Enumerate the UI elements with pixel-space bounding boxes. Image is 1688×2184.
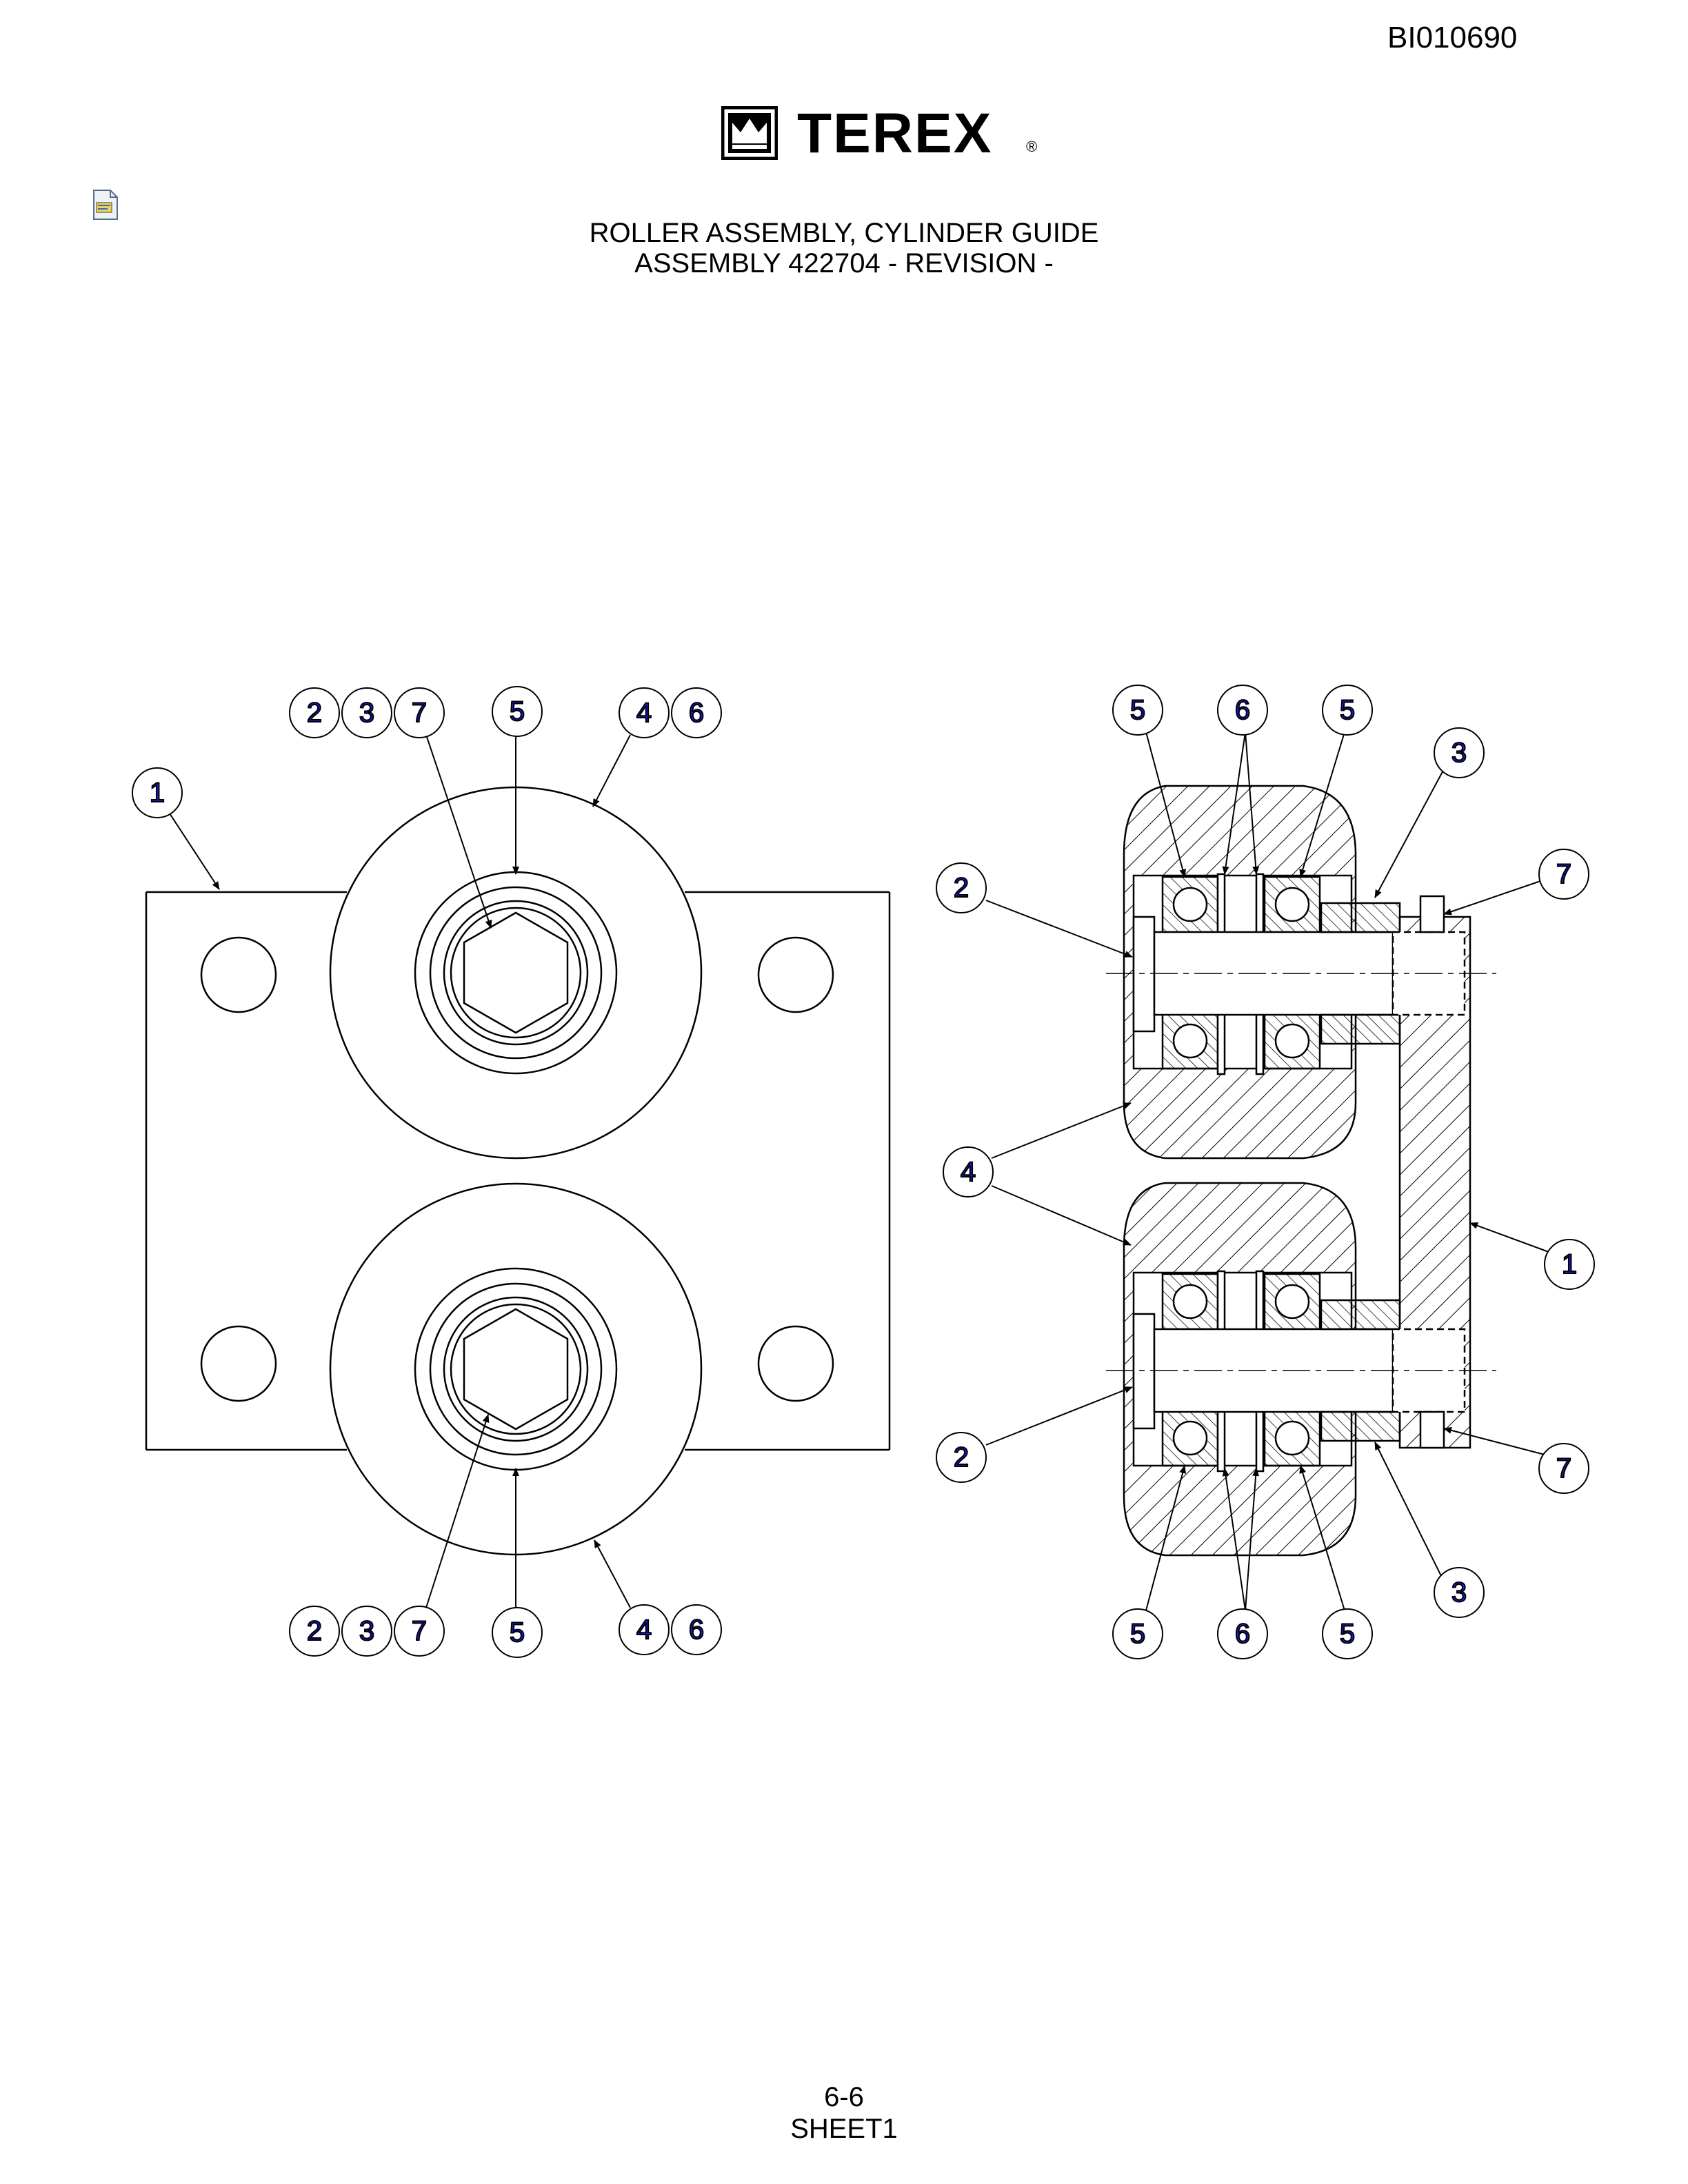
balloon (671, 687, 722, 738)
balloon-label: 5 (510, 696, 525, 727)
balloon-label: 5 (1130, 695, 1145, 725)
balloon-label: 5 (1130, 1619, 1145, 1649)
balloon-label: 2 (307, 698, 322, 728)
section-view-leaders (985, 731, 1549, 1611)
terex-logo: TEREX ® (721, 102, 1045, 165)
balloon-label: 5 (510, 1617, 525, 1648)
balloon-label: 6 (689, 698, 704, 728)
balloon-label: 2 (954, 1442, 969, 1473)
balloon (1112, 685, 1163, 736)
center-lines (1106, 973, 1496, 1371)
balloon-label: 6 (689, 1615, 704, 1645)
balloon (1538, 1443, 1589, 1494)
balloon-label: 5 (1340, 1619, 1355, 1649)
balloon-label: 5 (1340, 695, 1355, 725)
balloon (1538, 849, 1589, 900)
front-view (145, 734, 891, 1608)
document-number: BI010690 (1387, 21, 1518, 54)
balloon (1434, 1567, 1485, 1618)
balloon-label: 3 (1451, 1577, 1467, 1608)
balloon-label: 3 (359, 698, 374, 728)
terex-crown-icon (721, 106, 778, 160)
balloon-label: 3 (1451, 738, 1467, 768)
balloon (671, 1604, 722, 1655)
balloon (289, 1606, 340, 1657)
balloon (936, 1432, 987, 1483)
balloon (132, 767, 183, 818)
balloon (1112, 1608, 1163, 1659)
section-view (985, 731, 1549, 1611)
balloon (619, 1604, 670, 1655)
balloon-label: 3 (359, 1616, 374, 1646)
balloon (1322, 1608, 1373, 1659)
balloon-label: 2 (954, 873, 969, 903)
balloon-label: 7 (1556, 1453, 1571, 1484)
balloon (492, 1607, 543, 1658)
sheet-label: SHEET1 (790, 2114, 898, 2144)
balloon (394, 687, 445, 738)
balloon-label: 6 (1235, 1619, 1250, 1649)
drawing-title-line2: ASSEMBLY 422704 - REVISION - (634, 248, 1054, 279)
balloon-label: 1 (150, 778, 165, 808)
balloon-label: 4 (961, 1157, 976, 1187)
balloon (1434, 727, 1485, 778)
balloon-label: 2 (307, 1616, 322, 1646)
balloon (1544, 1239, 1595, 1290)
page-number: 6-6 (824, 2082, 864, 2112)
lower-roller-section (1123, 1182, 1466, 1557)
balloon-label: 6 (1235, 695, 1250, 725)
balloon (394, 1606, 445, 1657)
balloon (492, 686, 543, 737)
balloon-label: 4 (636, 1615, 652, 1645)
balloon (341, 687, 392, 738)
upper-roller-section (1123, 785, 1466, 1160)
mounting-plate (145, 891, 891, 1451)
balloon (289, 687, 340, 738)
balloon-label: 4 (636, 698, 652, 728)
balloon (341, 1606, 392, 1657)
balloon (1217, 685, 1268, 736)
logo-wordmark: TEREX (797, 102, 993, 165)
balloon (936, 862, 987, 913)
balloon (1217, 1608, 1268, 1659)
balloons: 2 3 7 5 4 6 1 2 3 7 5 4 6 5 6 5 3 2 (132, 685, 1595, 1659)
balloon (943, 1146, 994, 1197)
drawing-title-line1: ROLLER ASSEMBLY, CYLINDER GUIDE (589, 218, 1099, 248)
balloon (619, 687, 670, 738)
balloon-label: 1 (1562, 1249, 1577, 1280)
document-link-icon[interactable] (91, 189, 120, 221)
front-view-leaders (169, 734, 631, 1608)
balloon-label: 7 (412, 1616, 427, 1646)
balloon-label: 7 (1556, 859, 1571, 889)
balloon (1322, 685, 1373, 736)
balloon-label: 7 (412, 698, 427, 728)
logo-registered-mark: ® (1026, 138, 1038, 155)
